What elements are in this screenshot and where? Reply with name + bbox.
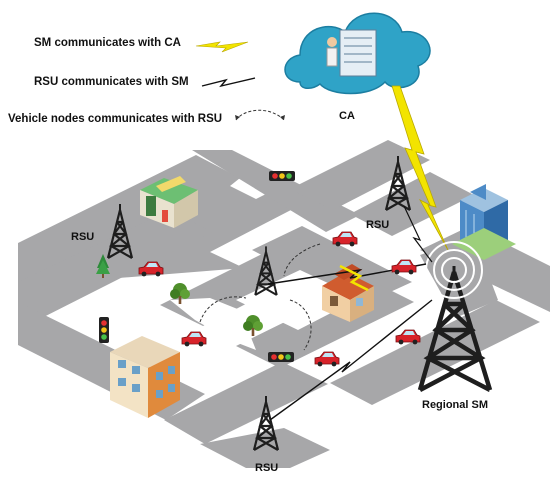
sm-ca-link-icon — [391, 85, 449, 251]
rsu-label-top-right: RSU — [366, 219, 390, 231]
car — [395, 329, 421, 345]
traffic-light — [99, 317, 109, 343]
office-tower — [452, 184, 516, 260]
traffic-light — [268, 352, 294, 362]
legend-sm-ca-label: SM communicates with CA — [34, 37, 181, 49]
road-south — [164, 362, 328, 444]
gas-station-building — [140, 176, 198, 228]
legend-symbols — [195, 41, 285, 121]
house-building — [322, 264, 374, 322]
legend-rsu-sm-label: RSU communicates with SM — [34, 76, 189, 88]
traffic-light — [269, 171, 295, 181]
road-east-upper — [350, 172, 474, 236]
center-block — [170, 298, 256, 350]
cloud-ca — [284, 12, 431, 95]
rsu-label-bottom: RSU — [255, 462, 279, 474]
car — [181, 331, 207, 347]
road-network — [18, 140, 550, 468]
legend-vehicle-rsu-label: Vehicle nodes communicates with RSU — [8, 113, 223, 125]
car — [314, 351, 340, 367]
road-bottom — [200, 428, 330, 468]
rsu-label-top-left: RSU — [71, 231, 95, 243]
regional-sm-label: Regional SM — [422, 399, 489, 411]
house-link — [339, 264, 369, 292]
ca-label: CA — [339, 110, 355, 122]
apartment-building — [110, 336, 180, 418]
car — [332, 231, 358, 247]
road-north-west — [192, 150, 360, 232]
lightning-legend-icon — [195, 41, 249, 53]
tree — [96, 254, 110, 278]
road-west-lower — [18, 210, 212, 330]
rsu-sm-link-top — [403, 205, 433, 263]
regional-sm-tower — [417, 241, 493, 392]
rsu-sm-link-bottom — [269, 299, 433, 421]
arc-legend-icon — [235, 109, 285, 121]
vehicle-rsu-arcs — [199, 243, 321, 351]
road-north-east — [290, 140, 430, 210]
zigzag-legend-icon — [201, 77, 256, 88]
car — [391, 259, 417, 275]
